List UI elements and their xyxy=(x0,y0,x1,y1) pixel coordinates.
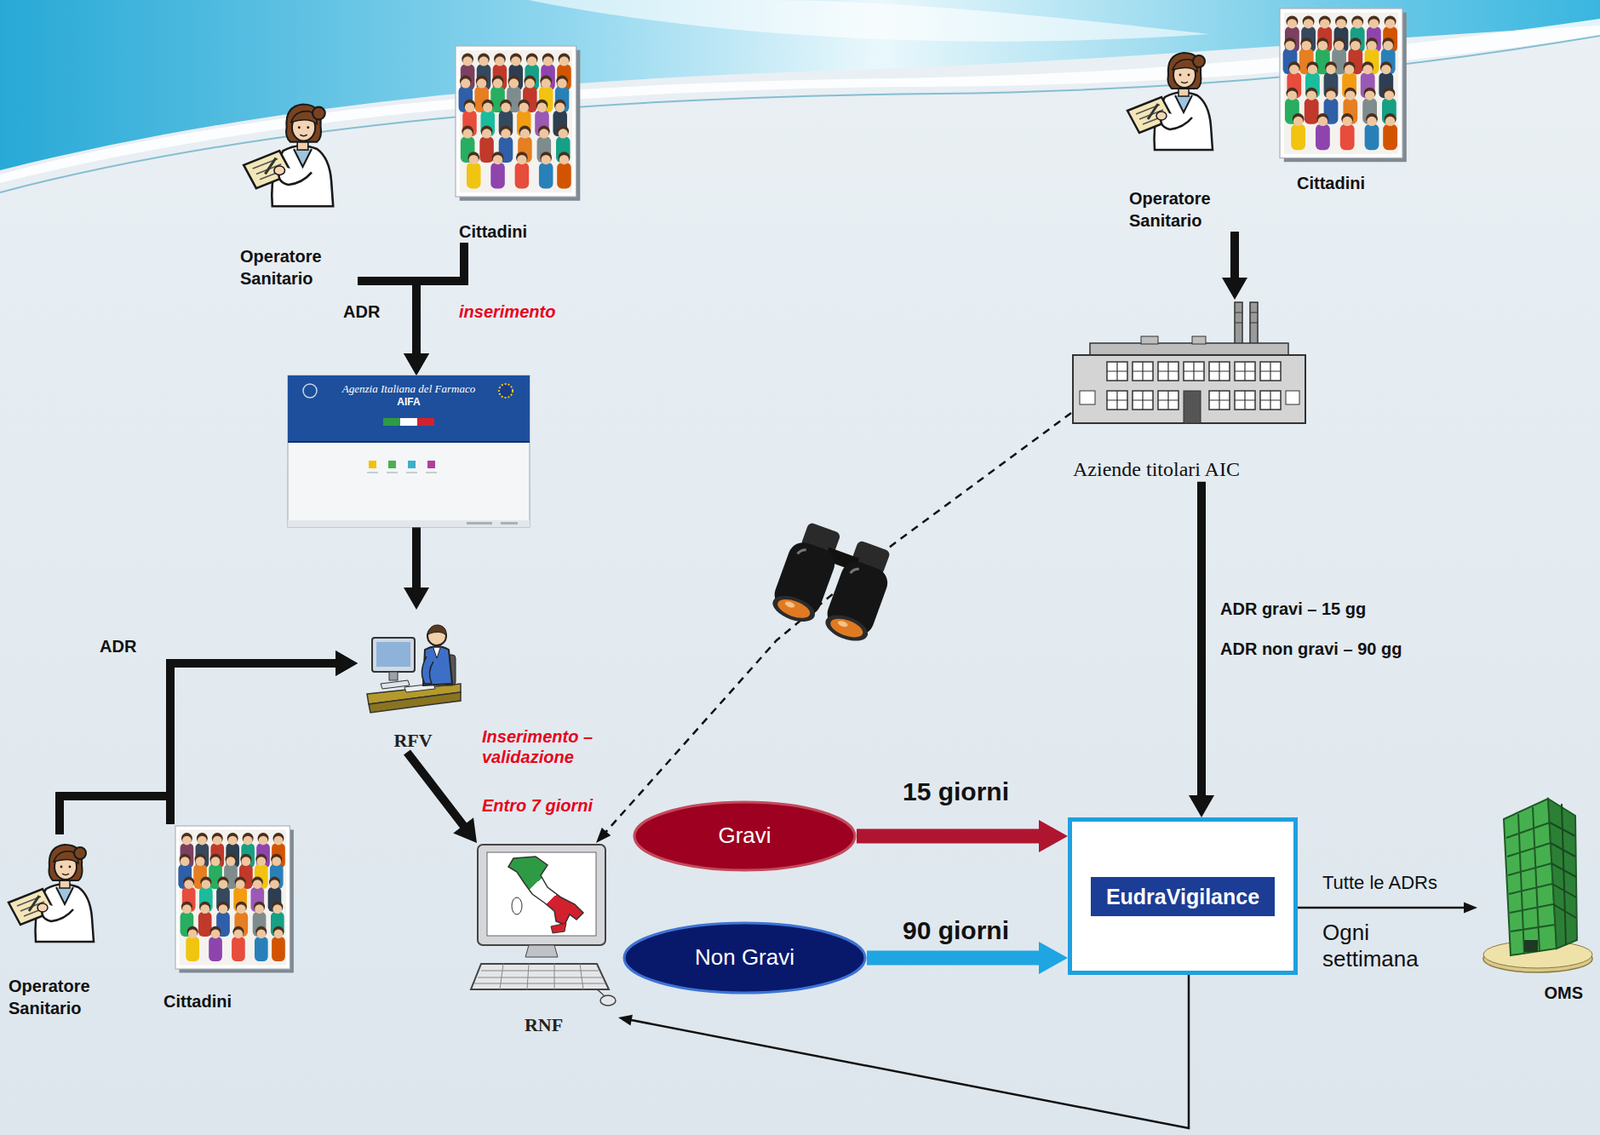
pharmacovigilance-officer: RFV xyxy=(357,609,469,753)
edge-label: ADR gravi – 15 gg xyxy=(1220,598,1366,620)
node-label: OMS xyxy=(1477,981,1583,1004)
node-label: Cittadini xyxy=(1296,172,1405,195)
arrow-shaft xyxy=(1197,481,1206,798)
health-worker-figure: Operatore Sanitario xyxy=(1124,42,1244,232)
arrow-shaft xyxy=(1297,906,1466,910)
note-label: Inserimento – validazione xyxy=(481,726,631,768)
flow-arrow xyxy=(403,527,430,610)
health-worker-figure: Operatore Sanitario xyxy=(238,91,358,290)
flow-arrow xyxy=(1221,231,1248,300)
arrow-shaft xyxy=(416,242,465,356)
health-worker-figure: Operatore Sanitario xyxy=(6,834,118,1020)
edge-label: 90 giorni xyxy=(902,915,1010,947)
arrow-shaft xyxy=(856,829,1042,844)
node-label: RNF xyxy=(469,1013,619,1038)
arrow-head xyxy=(1038,820,1068,853)
flow-arrow xyxy=(59,650,358,835)
computer-map-icon xyxy=(470,844,616,1006)
citizens-photo xyxy=(455,45,580,201)
arrow-shaft xyxy=(407,752,465,828)
health-worker-icon xyxy=(243,104,333,207)
citizens-photo xyxy=(175,825,294,973)
arrow-head xyxy=(403,353,430,376)
arrow-head xyxy=(335,650,358,677)
arrow-shaft xyxy=(630,974,1189,1129)
flow-arrow xyxy=(596,412,1072,844)
arrow-head xyxy=(1188,795,1215,818)
national-network-terminal: RNF xyxy=(469,843,619,1038)
web-form: Agenzia Italiana del FarmacoAIFA xyxy=(287,375,530,528)
node-label: Cittadini xyxy=(458,220,580,243)
health-worker-icon xyxy=(8,844,94,942)
wave-highlight xyxy=(527,0,1210,42)
web-form-screenshot xyxy=(287,375,530,528)
oval-shape xyxy=(634,802,855,871)
arrow-head xyxy=(335,650,358,677)
edge-label: 15 giorni xyxy=(902,776,1010,808)
arrow-head xyxy=(453,817,477,844)
flow-arrow xyxy=(1297,902,1478,914)
edge-label: ADR xyxy=(343,301,380,322)
node-label: AIFA xyxy=(396,395,420,409)
arrow-shaft xyxy=(170,663,339,825)
database-box: EudraVigilance xyxy=(1067,817,1298,975)
note-label: ADR non gravi – 90 gg xyxy=(1220,638,1402,660)
node-label: Non Gravi xyxy=(694,944,795,971)
who-building-icon xyxy=(1483,798,1593,973)
node-label: Aziende titolari AIC xyxy=(1072,457,1327,482)
note-label: Entro 7 giorni xyxy=(481,795,593,816)
flow-arrow xyxy=(856,820,1068,853)
arrow-head xyxy=(403,587,430,610)
arrow-shaft xyxy=(866,951,1042,966)
binoculars-icon xyxy=(767,519,899,648)
arrow-shaft xyxy=(1230,231,1239,281)
oval-shape xyxy=(624,923,866,993)
edge-label: inserimento xyxy=(458,301,556,322)
who-building: OMS xyxy=(1477,787,1594,1004)
node-label: Operatore Sanitario xyxy=(1129,187,1244,232)
arrow-head xyxy=(403,353,430,376)
arrow-shaft xyxy=(412,527,421,591)
arrow-shaft xyxy=(605,412,1072,833)
node-label: Cittadini xyxy=(163,990,292,1013)
severity-oval: Non Gravi xyxy=(622,921,867,995)
node-label: Gravi xyxy=(717,822,771,849)
node-label: EudraVigilance xyxy=(1090,877,1275,917)
factory-icon xyxy=(1072,302,1306,424)
arrow-head xyxy=(1463,902,1478,914)
company-building: Aziende titolari AIC xyxy=(1071,299,1327,482)
arrow-head xyxy=(596,827,611,844)
node-label: Operatore Sanitario xyxy=(8,974,118,1020)
arrow-shaft xyxy=(59,663,339,835)
citizens-group: Cittadini xyxy=(161,824,292,1013)
citizens-group: Cittadini xyxy=(1279,8,1405,195)
node-label: Agenzia Italiana del Farmaco xyxy=(342,382,476,396)
severity-oval: Gravi xyxy=(632,800,857,872)
flow-arrow xyxy=(1188,481,1215,818)
citizens-group: Cittadini xyxy=(455,45,580,243)
edge-label: Tutte le ADRs xyxy=(1322,871,1438,895)
arrow-head xyxy=(1038,941,1068,975)
arrow-head xyxy=(1221,277,1248,300)
flow-arrow xyxy=(618,974,1189,1129)
node-label: RFV xyxy=(357,728,469,753)
flow-arrow xyxy=(866,941,1068,975)
node-label: Operatore Sanitario xyxy=(240,245,358,290)
note-label: Ogni settimana xyxy=(1322,919,1451,973)
flow-arrow xyxy=(170,650,358,825)
arrow-head xyxy=(618,1015,633,1027)
citizens-photo xyxy=(1279,8,1407,162)
flow-arrow xyxy=(403,242,465,376)
officer-desk-icon xyxy=(367,625,461,713)
flow-arrow xyxy=(407,752,477,844)
edge-label: ADR xyxy=(99,636,137,657)
health-worker-icon xyxy=(1127,52,1213,150)
